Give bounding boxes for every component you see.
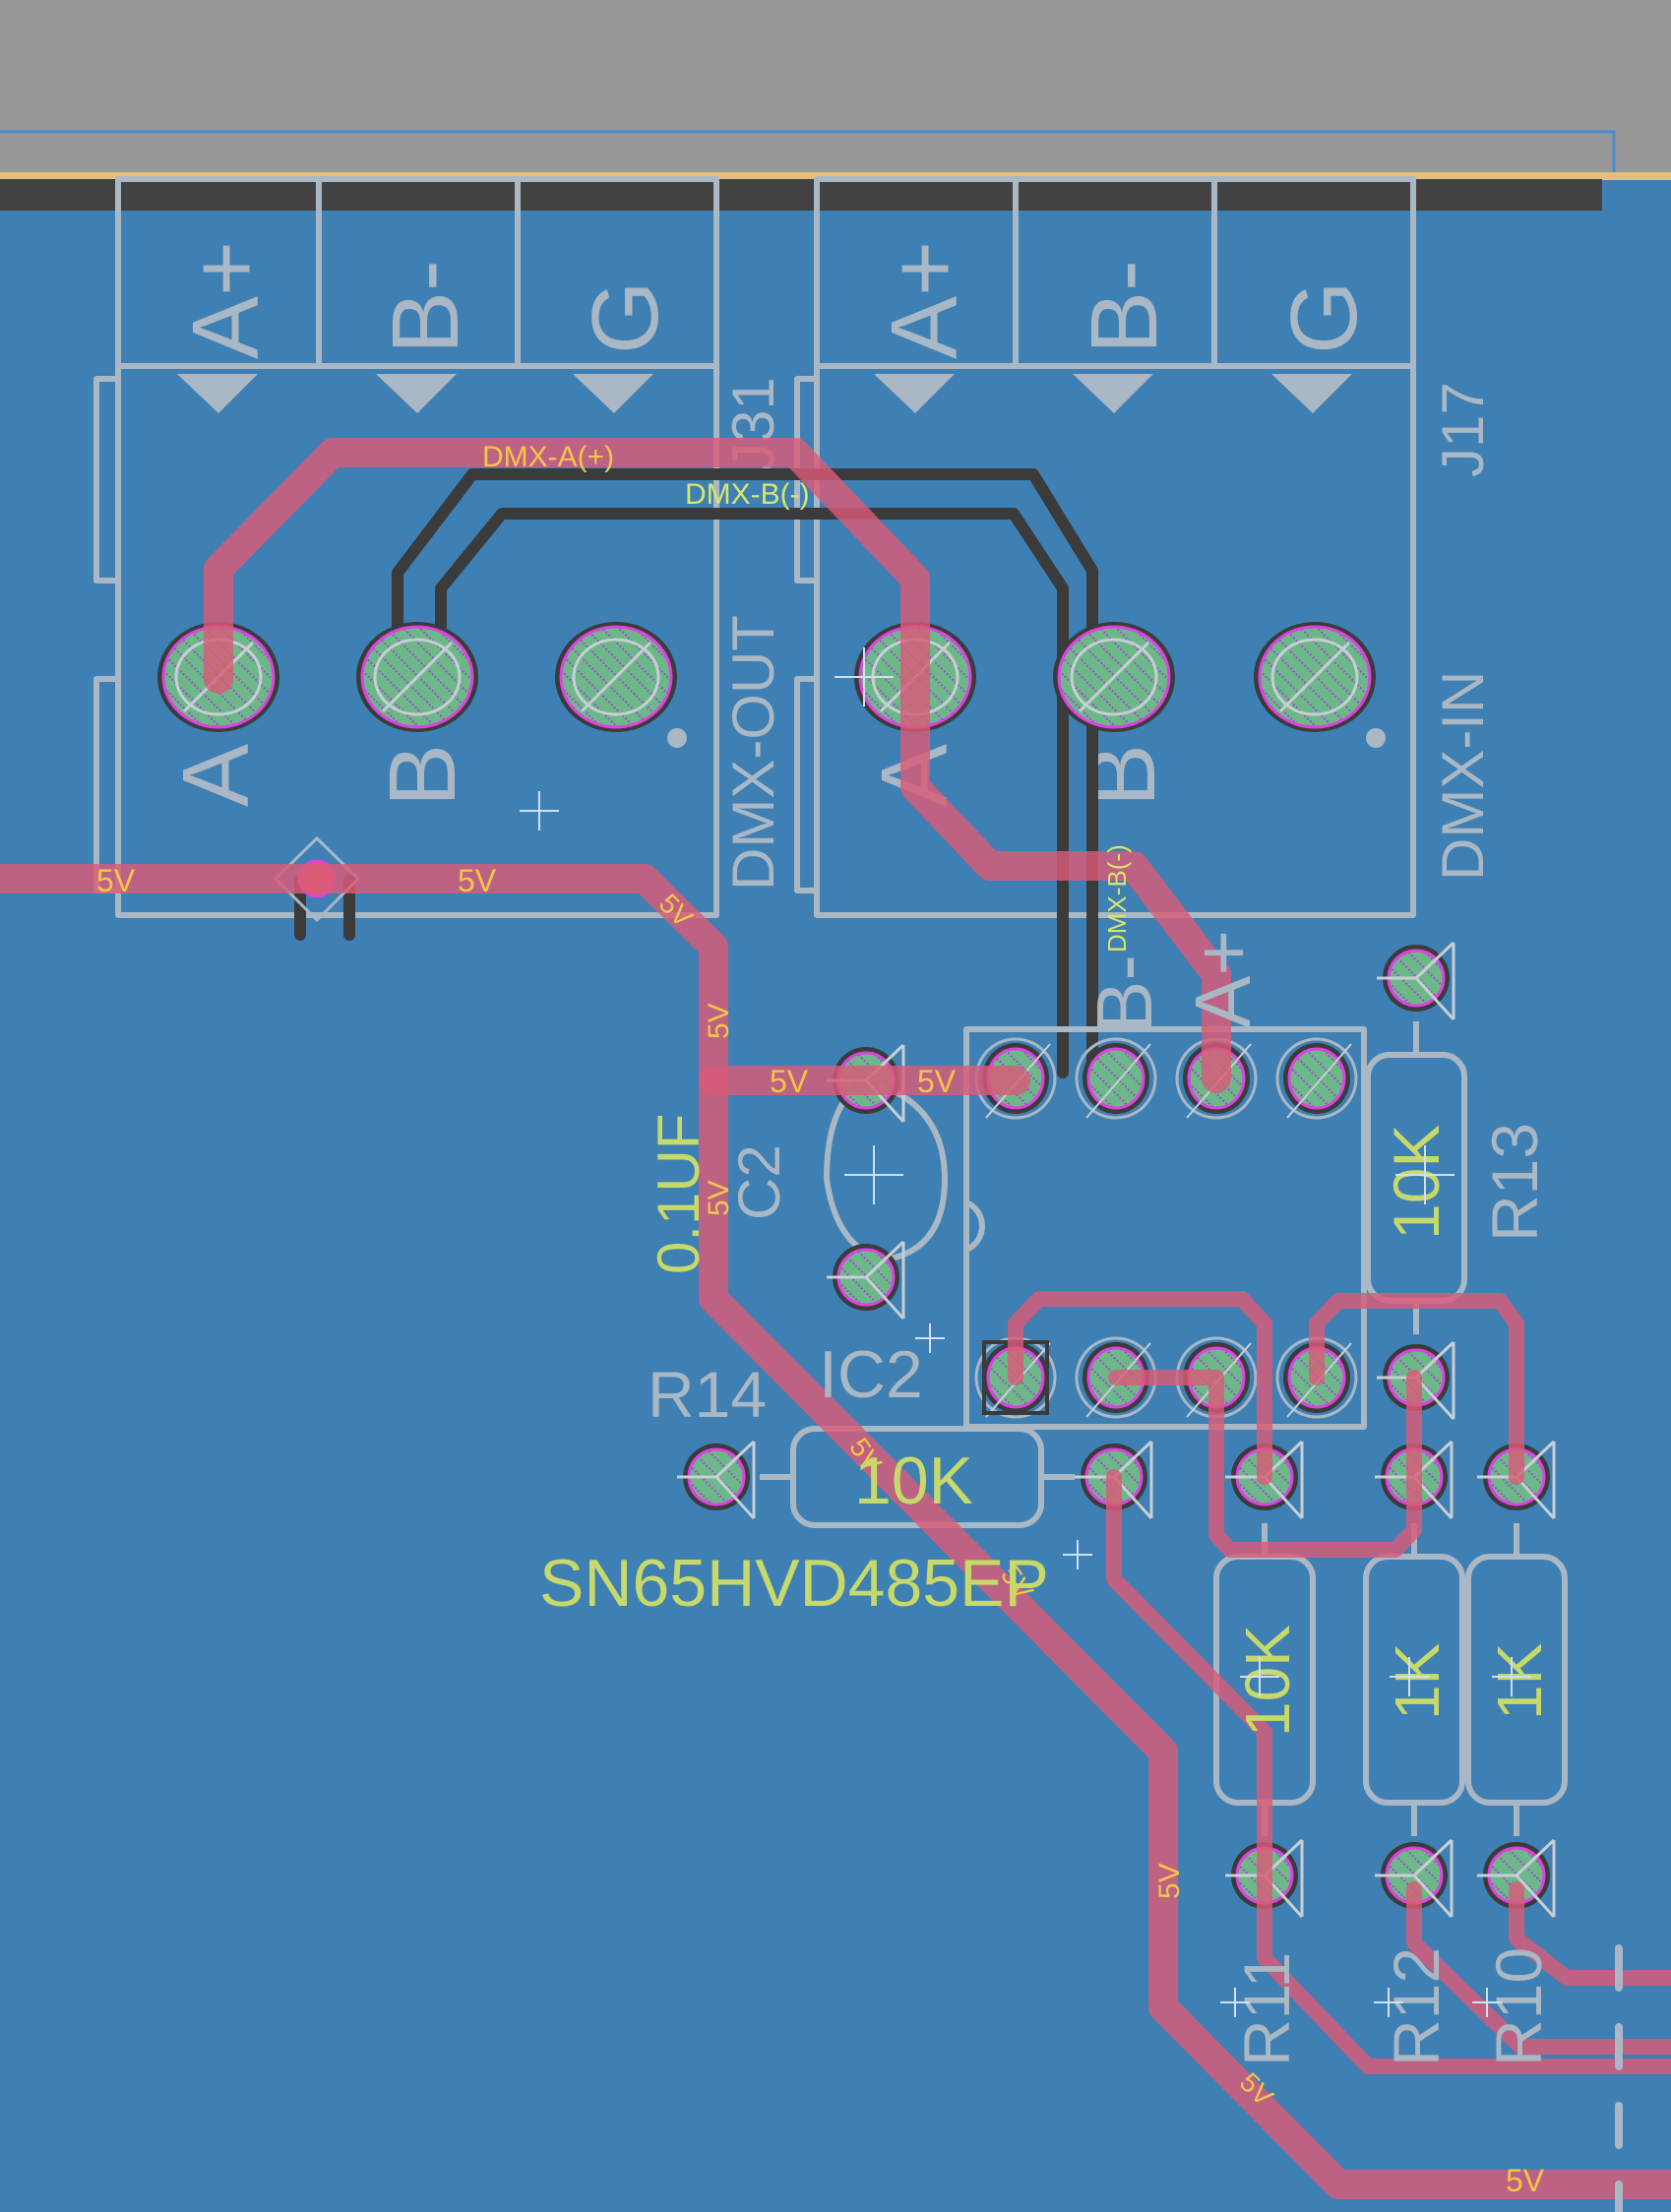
ic-pin-label-a: A+	[1179, 930, 1267, 1028]
connector-j17[interactable]: A+ B- G J17 DMX-IN A B	[794, 176, 1496, 918]
pad-j17-g	[1252, 620, 1378, 734]
ic-ref-label: IC2	[819, 1337, 923, 1412]
r14-ref: R14	[648, 1358, 767, 1431]
net-label-dmx-b: DMX-B(-)	[685, 478, 810, 511]
trace-r12	[1406, 1881, 1671, 2055]
pin-arrow-icon	[177, 374, 258, 413]
net-label-5v: 5V	[1506, 2163, 1545, 2198]
pad-j31-b	[354, 620, 480, 734]
pad-j31-g	[553, 620, 679, 734]
connector-name: DMX-IN	[1430, 671, 1496, 881]
pin-label-b: B	[370, 744, 475, 807]
net-label-5v: 5V	[770, 1064, 809, 1099]
ic2-footprint[interactable]	[963, 1026, 1367, 1430]
pad-j17-b	[1051, 620, 1177, 734]
connector-ref: J17	[1430, 382, 1496, 477]
net-label-5v: 5V	[458, 863, 497, 898]
connector-body-strip	[0, 179, 1602, 211]
r10-ref: R10	[1482, 1947, 1555, 2066]
pin-arrow-icon	[573, 374, 653, 413]
pin1-marker	[1366, 728, 1386, 748]
pin-label-a: A	[163, 744, 269, 807]
component-labels: B- A+ IC2 SN65HVD485EP C2 0.1UF 10K R13 …	[539, 930, 1555, 2066]
pin-label-b: B	[1070, 744, 1175, 807]
ic-pin-label-b: B-	[1081, 954, 1168, 1033]
pad-ic2-5	[1275, 1037, 1358, 1120]
r12-ref: R12	[1380, 1947, 1453, 2066]
r10-value: 1K	[1484, 1643, 1555, 1720]
header-label-g: G	[1271, 280, 1377, 354]
trace-ic-loop-2	[1108, 1370, 1422, 1558]
net-label-5v: 5V	[917, 1064, 957, 1099]
pin-arrow-icon	[376, 374, 457, 413]
r14-value: 10K	[854, 1444, 973, 1518]
cap-value-label: 0.1UF	[646, 1114, 712, 1274]
r11-ref: R11	[1230, 1952, 1303, 2066]
header-label-a: A+	[173, 241, 278, 359]
r11-value: 10K	[1232, 1625, 1303, 1737]
pin-arrow-icon	[1271, 374, 1352, 413]
trace-ic-loop-3	[1309, 1293, 1524, 1485]
pin-arrow-icon	[1073, 374, 1153, 413]
connector-j31[interactable]: A+ B- G J31 DMX-OUT A B	[93, 176, 786, 918]
header-label-a: A+	[872, 241, 977, 359]
r13-value: 10K	[1380, 1125, 1453, 1240]
net-label-5v: 5V	[1153, 1863, 1186, 1899]
r12-value: 1K	[1382, 1643, 1453, 1720]
origin-markers	[520, 647, 1531, 2017]
net-label-5v: 5V	[96, 863, 136, 898]
net-label-dmx-a: DMX-A(+)	[482, 441, 614, 473]
trace-5v-main	[0, 864, 1671, 2199]
connector-name: DMX-OUT	[720, 615, 786, 891]
net-label-5v: 5V	[703, 1003, 735, 1039]
net-label-dmx-b-vertical: DMX-B(-)	[1102, 844, 1132, 952]
pin-arrow-icon	[874, 374, 955, 413]
trace-ic-loop-1	[1008, 1291, 1272, 1485]
pad-ic2-7	[1075, 1037, 1157, 1120]
net-label-5v: 5V	[703, 1180, 735, 1216]
r13-ref: R13	[1478, 1123, 1551, 1242]
trace-r14-r11	[1106, 1469, 1671, 2074]
trace-dmx-a	[204, 438, 1231, 1093]
pin1-marker	[667, 728, 687, 748]
header-label-b: B-	[373, 260, 478, 354]
cap-ref-label: C2	[726, 1144, 792, 1220]
header-label-b: B-	[1072, 260, 1177, 354]
header-label-g: G	[573, 280, 678, 354]
board-outline-line	[0, 130, 1616, 172]
ic-value-label: SN65HVD485EP	[539, 1546, 1049, 1621]
